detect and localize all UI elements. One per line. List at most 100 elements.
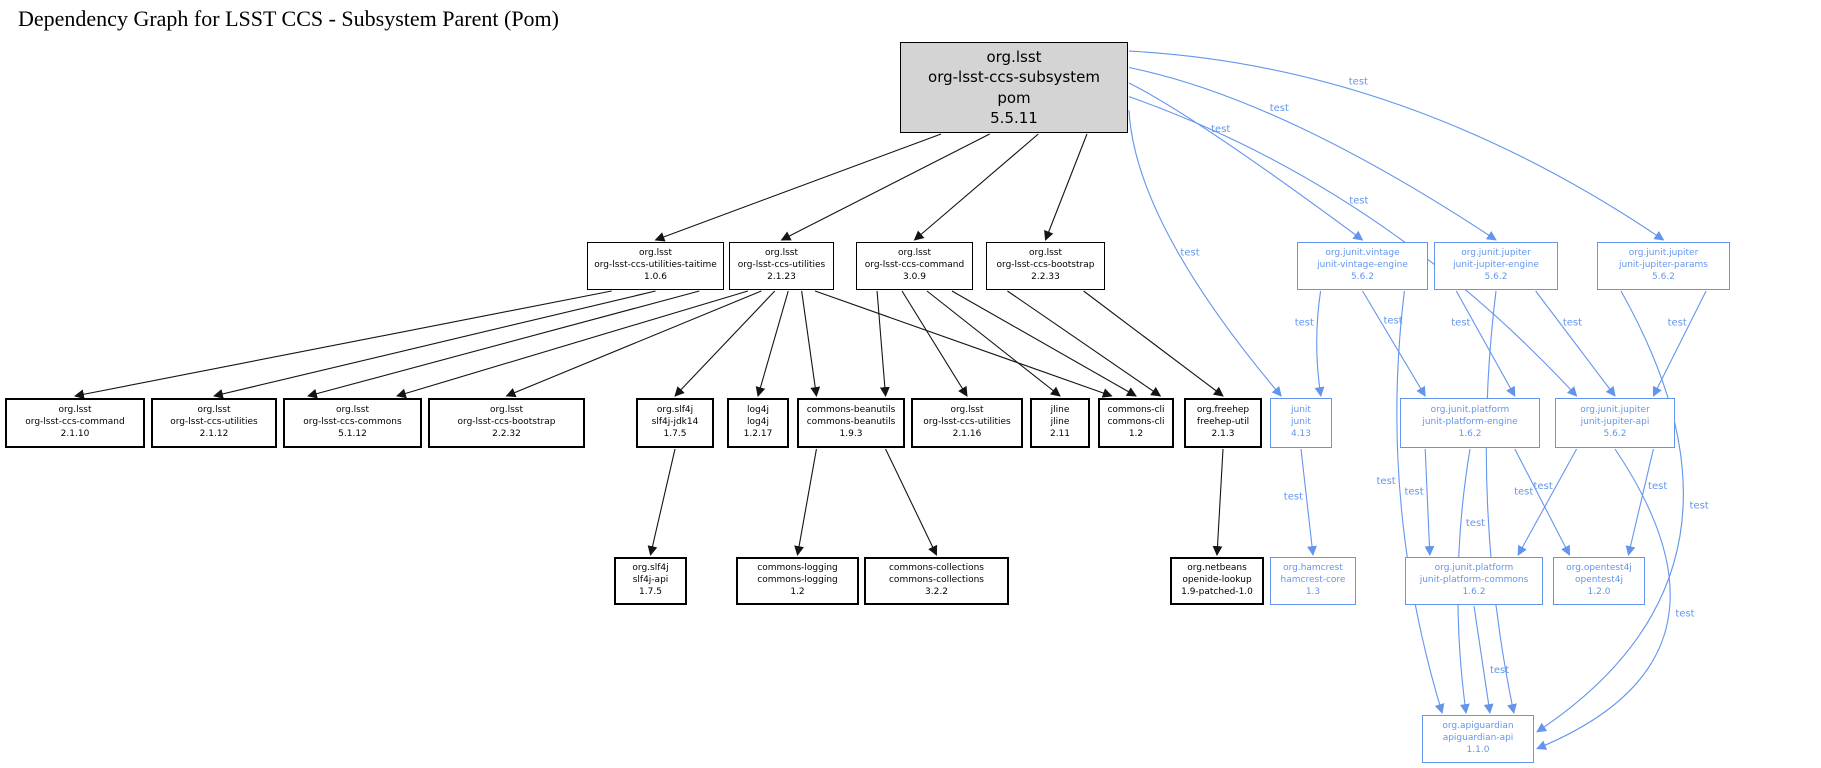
edge-utilities223-commons5112 (396, 290, 749, 399)
node-label-line: 1.7.5 (639, 586, 662, 597)
edge-utilities223-bootstrap2232 (505, 290, 762, 398)
node-label-line: 5.5.11 (990, 108, 1038, 127)
edge-jupiterapi-apiguardian (1536, 448, 1671, 750)
edge-label-test: test (1349, 76, 1368, 87)
node-label-line: org-lsst-ccs-utilities (737, 260, 826, 271)
edge-root-jupengine (1128, 66, 1497, 241)
node-label-line: jline (1050, 405, 1070, 416)
node-label-line: 1.7.5 (663, 428, 687, 439)
node-label-line: apiguardian-api (1442, 733, 1514, 744)
node-label-line: 2.1.3 (1211, 428, 1235, 439)
edge-junit-hamcrest (1300, 448, 1317, 556)
node-label-line: 1.9-patched-1.0 (1181, 586, 1253, 597)
edge-label-test: test (1349, 195, 1368, 206)
node-label-line: org.lsst (638, 248, 673, 259)
node-label-line: junit-jupiter-engine (1453, 260, 1539, 271)
edge-jupparams-jupiterapi (1652, 290, 1707, 397)
node-label-line: org.junit.vintage (1325, 248, 1400, 259)
node-label-line: org-lsst-ccs-command (864, 260, 965, 271)
node-label-line: org.junit.jupiter (1580, 405, 1650, 416)
node-label-line: junit-platform-commons (1419, 575, 1529, 586)
node-label-line: org.lsst (986, 48, 1042, 66)
node-label-line: commons-cli (1107, 405, 1165, 416)
node-label-line: org-lsst-ccs-bootstrap (457, 417, 556, 428)
edge-command309-commonscli (951, 290, 1137, 397)
edge-slf4jjdk14-slf4japi (647, 448, 676, 556)
node-label-line: freehep-util (1196, 417, 1250, 428)
node-label-line: 1.2.0 (1587, 586, 1611, 597)
node-label-line: 5.1.12 (338, 428, 367, 439)
node-label-line: 3.0.9 (903, 271, 926, 282)
node-label-line: 2.1.16 (952, 428, 982, 439)
edge-bootstrap2233-commonscli (1007, 290, 1162, 397)
node-label-line: 5.6.2 (1484, 271, 1508, 282)
edge-command309-jline (926, 290, 1061, 397)
edge-label-test: test (1295, 318, 1314, 329)
edge-freehep-netbeans (1212, 448, 1224, 556)
node-label-line: org.junit.platform (1430, 405, 1510, 416)
node-label-line: 1.2 (790, 586, 805, 597)
node-label-line: pom (997, 88, 1031, 107)
edge-label-test: test (1270, 103, 1289, 114)
edge-utilities223-beanutils (801, 290, 821, 397)
node-label-line: 5.6.2 (1351, 271, 1374, 282)
node-label-line: 1.3 (1305, 586, 1321, 597)
edge-root-junit (1128, 110, 1282, 397)
node-label-line: org-lsst-ccs-utilities-taitime (594, 260, 717, 271)
node-label-line: 1.6.2 (1458, 428, 1482, 439)
edge-utilities223-commonscli (814, 290, 1113, 398)
edge-taitime-command2110 (74, 290, 612, 400)
node-label-line: org-lsst-ccs-bootstrap (996, 260, 1095, 271)
node-label-line: org-lsst-ccs-utilities (170, 417, 258, 428)
node-label-line: 5.6.2 (1603, 428, 1627, 439)
edge-jupengine-jupiterapi (1535, 290, 1616, 397)
edge-label-test: test (1466, 518, 1485, 529)
node-label-line: commons-logging (757, 563, 838, 574)
edge-taitime-utilities2112 (213, 290, 656, 399)
node-label-line: junit (1291, 417, 1311, 428)
edge-jupparams-apiguardian (1536, 290, 1684, 733)
node-label-line: org.opentest4j (1566, 563, 1632, 574)
node-label-line: 5.6.2 (1652, 271, 1675, 282)
edge-root-jupiterapi (1128, 96, 1578, 397)
node-label-line: org.netbeans (1187, 563, 1247, 574)
node-label-line: jline (1050, 417, 1070, 428)
node-label-line: org.lsst (335, 405, 370, 416)
edge-label-test: test (1668, 318, 1687, 329)
node-label-line: org-lsst-ccs-utilities (923, 417, 1011, 428)
node-label-line: slf4j-api (632, 575, 669, 586)
edge-platformengine-platformcommons (1424, 448, 1435, 556)
node-label-line: openide-lookup (1182, 575, 1252, 586)
edge-root-command309 (913, 133, 1039, 241)
edge-jupengine-apiguardian (1485, 290, 1517, 714)
edge-command309-utilities2116 (901, 290, 968, 397)
node-label-line: commons-cli (1107, 417, 1165, 428)
node-label-line: org.lsst (950, 405, 984, 416)
node-label-line: junit-jupiter-api (1580, 417, 1650, 428)
node-label-line: org.junit.jupiter (1628, 248, 1699, 259)
node-label-line: log4j (747, 417, 769, 428)
node-label-line: opentest4j (1575, 575, 1623, 586)
node-label-line: 1.2 (1128, 428, 1144, 439)
edge-label-test: test (1180, 248, 1199, 259)
edge-label-test: test (1383, 315, 1402, 326)
edge-label-test: test (1284, 492, 1303, 503)
